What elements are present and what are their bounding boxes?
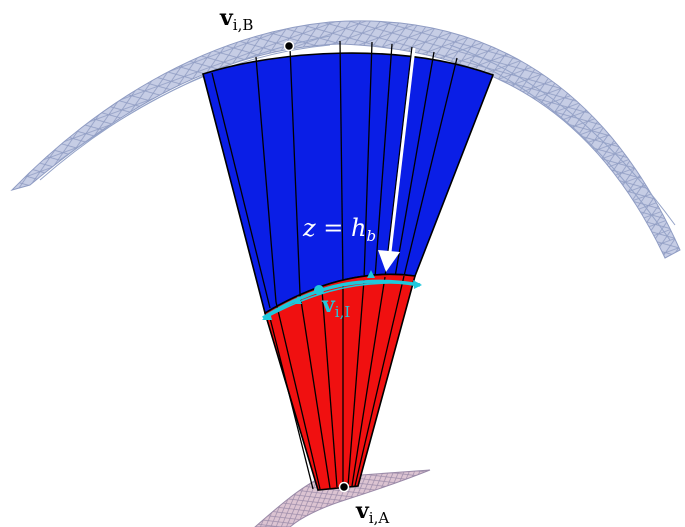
lower-region bbox=[264, 273, 417, 491]
vB-point bbox=[283, 40, 295, 52]
label-z-equals-hb: z = hb bbox=[303, 214, 377, 245]
height-arrow bbox=[378, 47, 416, 272]
upper-region bbox=[202, 40, 495, 315]
label-v-i-A: vi,A bbox=[356, 498, 390, 527]
label-v-i-I: vi,I bbox=[322, 292, 351, 321]
lower-mesh-surface bbox=[254, 469, 431, 527]
vA-point bbox=[338, 481, 350, 493]
interface-curve bbox=[262, 270, 422, 320]
upper-mesh-surface bbox=[10, 20, 681, 259]
label-v-i-B: vi,B bbox=[220, 5, 254, 34]
vI-point bbox=[314, 285, 324, 295]
